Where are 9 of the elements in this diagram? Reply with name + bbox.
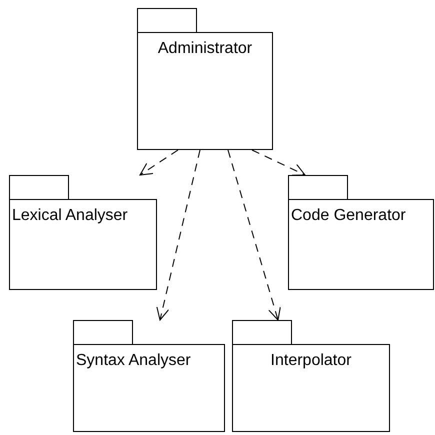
package-name: Code Generator xyxy=(291,207,407,225)
dependency-arrow xyxy=(252,150,306,176)
package-name: Interpolator xyxy=(270,352,352,370)
dependency-arrow xyxy=(228,150,281,320)
dependency-arrow xyxy=(156,150,200,320)
package-name: Syntax Analyser xyxy=(76,352,192,370)
dependency-arrow xyxy=(140,150,178,176)
package-name: Administrator xyxy=(156,40,254,58)
package-name: Lexical Analyser xyxy=(12,207,129,225)
